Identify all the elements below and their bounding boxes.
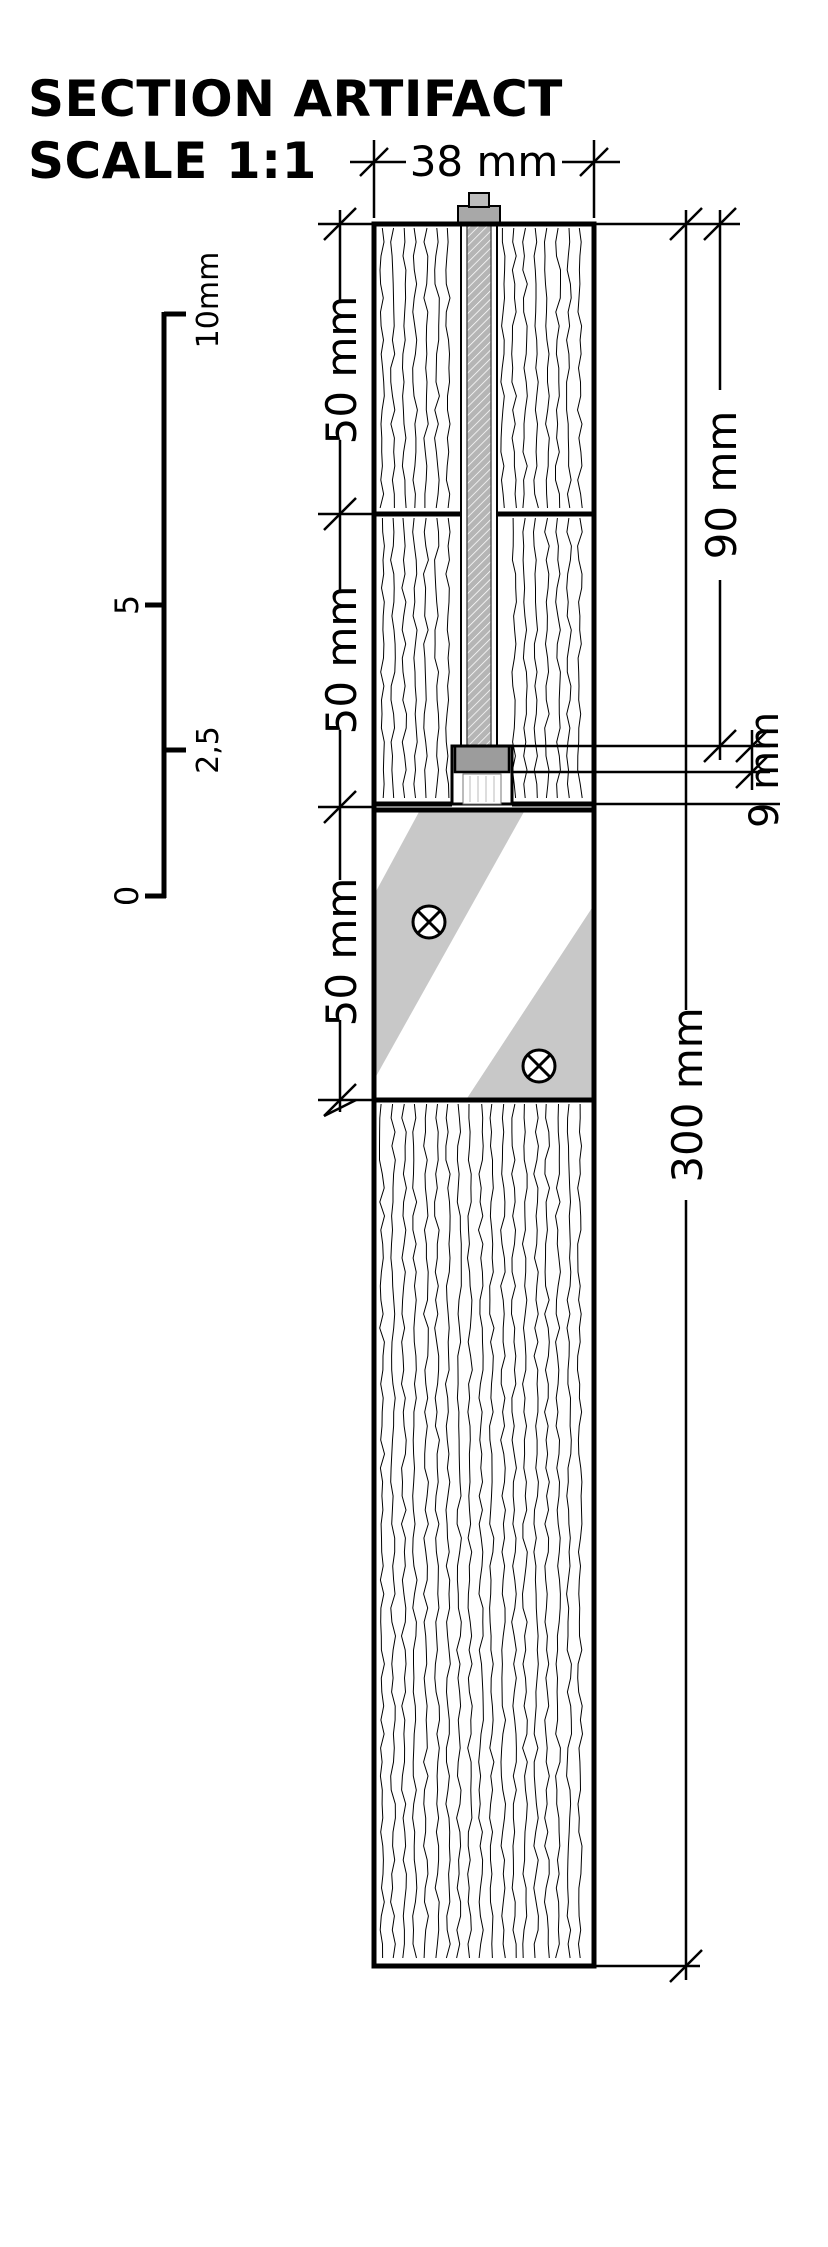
section-outline [371, 221, 597, 1969]
dim-width-label: 38 mm [410, 137, 559, 186]
screw-head-lower-icon [521, 1048, 557, 1084]
wood-grain-stroke [434, 517, 440, 799]
wood-grain-stroke [412, 1103, 418, 1959]
wood-grain-stroke [390, 227, 396, 509]
wood-grain-stroke [422, 517, 429, 799]
glass-layer [374, 810, 594, 1100]
wood-grain-stroke [544, 517, 550, 799]
scale-label-2-5: 2,5 [191, 726, 226, 774]
wood-grain-stroke [390, 517, 396, 799]
wood-grain-stroke [543, 1103, 551, 1959]
wood-grain-stroke [522, 227, 528, 509]
scale-label-5: 5 [108, 595, 146, 615]
wood-grain-stroke [401, 227, 407, 509]
wood-grain-stroke [576, 227, 583, 509]
wood-grain-stroke [500, 228, 506, 509]
wood-grain-stroke [434, 227, 440, 509]
wood-grain-stroke [522, 517, 528, 799]
drawing-title: SECTION ARTIFACT SCALE 1:1 [28, 68, 563, 192]
wood-grain-stroke [500, 1103, 507, 1959]
wood-grain-stroke [434, 1103, 441, 1959]
wood-grain-stroke [466, 1103, 473, 1959]
dimension-labels: 38 mm 50 mm 50 mm 50 mm 90 mm 9 mm 300 m… [317, 137, 788, 1183]
nut-washer [462, 773, 502, 805]
wood-grain-stroke [445, 227, 451, 509]
wood-grain-stroke [412, 227, 418, 509]
title-line-1: SECTION ARTIFACT [28, 70, 563, 128]
wood-grain-stroke [566, 517, 572, 799]
wood-grain-stroke [456, 1103, 462, 1959]
glass-band-upper [374, 810, 525, 1080]
wood-grain-stroke [555, 517, 561, 799]
wood-layer-middle [380, 517, 583, 799]
wood-grain-stroke [533, 1103, 539, 1959]
dim-layer-glass-label: 50 mm [317, 878, 366, 1027]
wood-grain-stroke [444, 1103, 451, 1959]
dim-layer-middle-label: 50 mm [317, 586, 366, 735]
title-line-2: SCALE 1:1 [28, 132, 317, 190]
wood-grain-stroke [401, 517, 408, 799]
dim-layer-top-label: 50 mm [317, 296, 366, 445]
wood-grain-stroke [511, 227, 517, 509]
wood-grain-stroke [412, 517, 418, 799]
wood-grain-stroke [379, 227, 385, 509]
wood-grain-stroke [380, 517, 385, 799]
wood-grain-stroke [400, 1103, 407, 1959]
wood-grain-stroke [445, 517, 451, 799]
glass-band-lower-fill [466, 905, 594, 1100]
wood-grain-stroke [532, 517, 539, 799]
dim-width-label-bg [406, 140, 562, 184]
bolt-tip [468, 192, 490, 208]
bolt [450, 192, 514, 806]
wood-grain-stroke [477, 1103, 484, 1959]
wood-grain-stroke [543, 227, 550, 509]
wood-grain-stroke [390, 1103, 397, 1959]
bolt-head [457, 205, 501, 225]
wood-grain-stroke [555, 227, 561, 509]
dim-total-label: 300 mm [663, 1007, 712, 1182]
wood-grain-stroke [576, 1103, 584, 1959]
wood-grain-stroke [521, 1103, 528, 1959]
wood-grain-stroke [566, 227, 572, 509]
scale-label-0: 0 [108, 886, 146, 906]
wood-layer-bottom [379, 1103, 584, 1959]
wood-grain-stroke [511, 517, 517, 799]
screw-head-upper-icon [411, 904, 447, 940]
dimension-lines [318, 140, 780, 1983]
wood-grain-stroke [379, 1103, 386, 1959]
wood-grain-stroke [577, 517, 583, 799]
wood-layer-top [379, 227, 583, 509]
scale-label-10mm: 10mm [191, 252, 226, 349]
dim-nut-label: 9 mm [742, 712, 788, 828]
bolt-shaft [466, 223, 492, 749]
nut [453, 744, 511, 774]
dim-bolt-label: 90 mm [697, 411, 746, 560]
wood-grain-stroke [510, 1103, 517, 1959]
wood-grain-stroke [489, 1103, 495, 1959]
wood-grain-stroke [566, 1103, 573, 1959]
wood-grain-stroke [554, 1103, 561, 1959]
wood-grain-stroke [533, 227, 539, 509]
scale-bar: 0 2,5 5 10mm [108, 252, 226, 906]
wood-grain-stroke [423, 1103, 429, 1959]
wood-grain-stroke [423, 227, 429, 508]
